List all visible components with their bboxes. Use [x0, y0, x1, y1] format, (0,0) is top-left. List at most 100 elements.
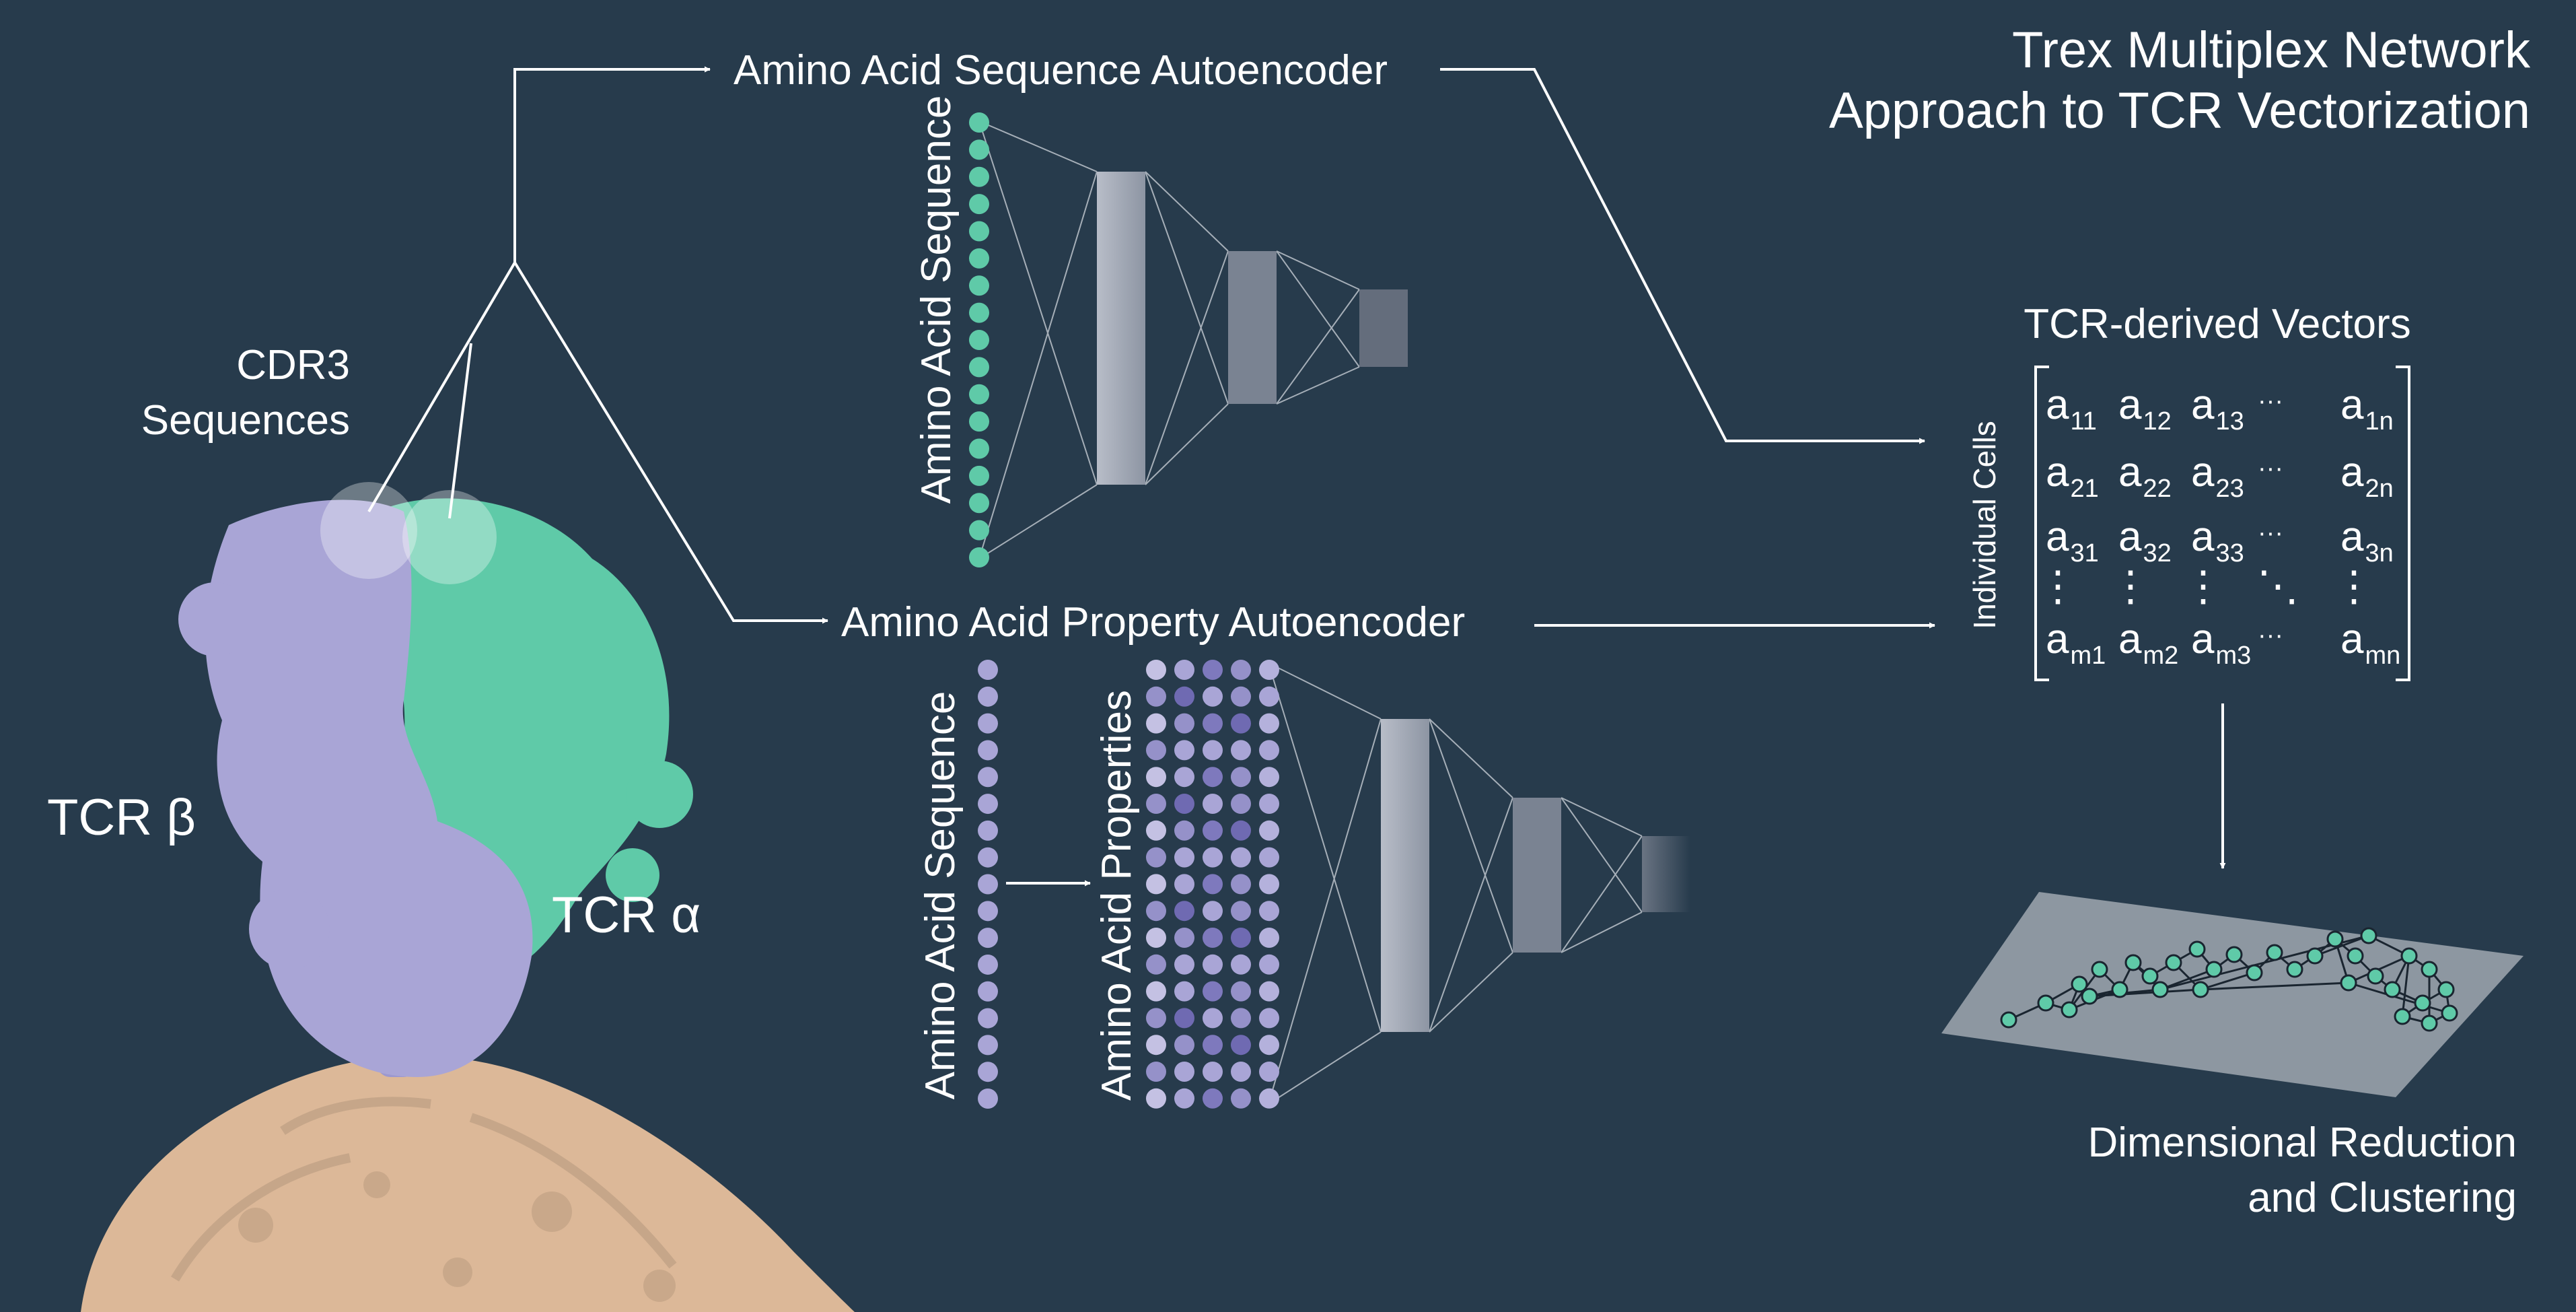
property-cell-dot [1146, 660, 1166, 680]
arrow-to-sequence-autoencoder [513, 66, 711, 263]
property-cell-dot [1231, 686, 1251, 707]
matrix-entry: a33 [2191, 514, 2244, 567]
sequence-dot [969, 139, 989, 160]
sequence-dot [969, 520, 989, 541]
matrix-vdots: ⋮ [2037, 563, 2079, 610]
sequence-dot [969, 221, 989, 242]
property-cell-dot [1259, 847, 1279, 868]
property-cell-dot [1231, 713, 1251, 734]
matrix-ellipsis: ··· [2258, 519, 2283, 547]
network-node [2061, 1001, 2078, 1018]
network-node [2367, 967, 2384, 985]
arrow-seq-to-vectors [1440, 68, 1925, 444]
network-node [2141, 967, 2159, 985]
connection-line [1268, 1031, 1382, 1105]
property-autoencoder-label: Amino Acid Property Autoencoder [841, 599, 1465, 646]
property-cell-dot [1231, 1008, 1251, 1029]
network-node [2225, 946, 2243, 963]
property-cell-dot [1146, 794, 1166, 814]
property-sequence-dot [978, 874, 998, 895]
property-sequence-dot [978, 686, 998, 707]
property-sequence-dot [978, 954, 998, 975]
property-cell-dot [1231, 767, 1251, 788]
network-node [2192, 981, 2209, 998]
property-cell-dot [1231, 794, 1251, 814]
property-cell-dot [1231, 1062, 1251, 1082]
connection-line [1429, 952, 1513, 1033]
connection-line [978, 120, 1098, 485]
matrix-vdots: ⋮ [2110, 563, 2151, 610]
matrix-vdots: ⋮ [2333, 563, 2375, 610]
sequence-dot [969, 493, 989, 514]
encoder-layer-1 [1381, 719, 1429, 1032]
network-node [2360, 927, 2377, 944]
property-cell-dot [1174, 820, 1194, 841]
sequence-dot [969, 194, 989, 215]
property-cell-dot [1259, 820, 1279, 841]
sequence-dot [969, 112, 989, 133]
connection-line [1145, 403, 1229, 485]
matrix-brackets [2034, 366, 2410, 681]
property-cell-dot [1146, 740, 1166, 761]
property-cell-dot [1203, 847, 1223, 868]
property-cell-dot [1259, 954, 1279, 975]
matrix-right-bracket [2396, 366, 2410, 681]
matrix-ellipsis: ··· [2258, 454, 2283, 483]
sequence-input-dots [969, 112, 989, 567]
encoder-layer-3 [1642, 836, 1690, 912]
property-sequence-dot [978, 1062, 998, 1082]
connection-line [1276, 366, 1360, 405]
network-edge [2401, 955, 2410, 1017]
encoder-layer-1 [1097, 172, 1145, 485]
property-cell-dot [1203, 660, 1223, 680]
property-cell-dot [1259, 1035, 1279, 1056]
property-cell-dot [1259, 660, 1279, 680]
matrix-ellipsis: ··· [2258, 621, 2283, 650]
property-sequence-dot [978, 847, 998, 868]
connection-line [1276, 250, 1360, 290]
connection-line [1561, 797, 1643, 913]
network-node [2124, 954, 2142, 971]
property-cell-dot [1174, 686, 1194, 707]
property-matrix-dots [1146, 660, 1279, 1109]
property-cell-dot [1174, 1062, 1194, 1082]
sequence-dot [969, 275, 989, 296]
connection-line [1276, 289, 1360, 405]
network-node [2111, 981, 2128, 998]
sequence-dot [969, 547, 989, 567]
matrix-entry: a1n [2340, 382, 2394, 436]
sequence-dot [969, 357, 989, 378]
matrix-entry: am1 [2046, 616, 2106, 670]
network-node [2400, 947, 2418, 965]
encoder-layer-2 [1513, 798, 1561, 953]
property-cell-dot [1259, 1062, 1279, 1082]
property-sequence-dot [978, 740, 998, 761]
property-cell-dot [1203, 820, 1223, 841]
matrix-left-bracket [2034, 366, 2049, 681]
property-cell-dot [1259, 1088, 1279, 1109]
matrix-entry: am3 [2191, 616, 2251, 670]
sequence-dot [969, 438, 989, 459]
network-node [2394, 1008, 2411, 1025]
property-cell-dot [1174, 874, 1194, 895]
connection-line [1268, 662, 1382, 1033]
cdr3-label-line-1: CDR3 [236, 342, 350, 388]
property-cell-dot [1231, 740, 1251, 761]
property-cell-dot [1259, 981, 1279, 1002]
property-sequence-dot [978, 981, 998, 1002]
cluster-network [2000, 927, 2458, 1032]
diagram-title: Trex Multiplex Network Approach to TCR V… [1829, 22, 2531, 139]
connection-line [1145, 171, 1229, 405]
connection-line [1268, 718, 1382, 1105]
matrix-entry: a2n [2340, 449, 2394, 503]
property-cell-dot [1146, 686, 1166, 707]
sequence-input-label: Amino Acid Sequence [913, 96, 960, 504]
property-sequence-dot [978, 928, 998, 948]
matrix-entry: amn [2340, 616, 2400, 670]
network-node [2071, 975, 2088, 993]
network-node [2081, 988, 2098, 1005]
network-node [2037, 994, 2054, 1012]
property-cell-dot [1231, 954, 1251, 975]
